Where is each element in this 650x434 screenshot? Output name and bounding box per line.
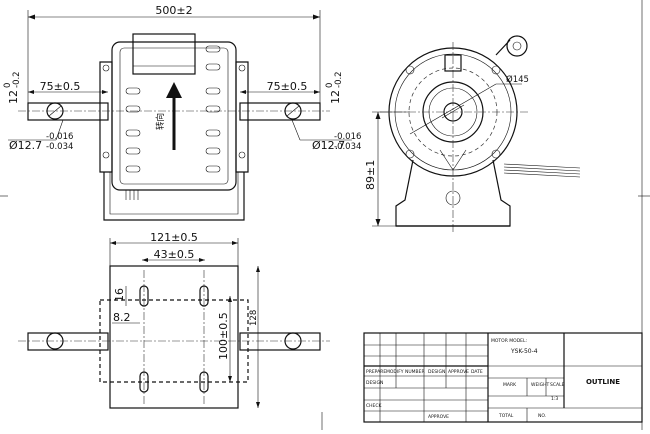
shaft-dia-left-tol-lower: -0.034 [46,142,73,152]
mounting-frame [103,172,245,221]
motor-body [111,41,237,191]
bracket-hole [238,151,246,159]
mounting-slots [139,285,209,393]
title-block-frame [363,332,643,423]
cooling-slots [125,45,221,173]
keyway-right-tol-upper: 0 [325,83,335,88]
shaft-dia-right-label: Ø12.7 [312,139,345,152]
design-label: DESIGN [428,369,445,375]
keyway-left-label: 12 [7,90,20,104]
bolt-circle [408,67,498,157]
keyway-hatch [286,105,300,117]
bottom-shaft-left [27,332,109,351]
motor-model-label: MOTOR MODEL: [491,338,527,344]
bolt-circle-leader [409,83,497,135]
total-label: TOTAL [498,413,514,419]
title-block: MOTOR MODEL: YSK-50-4 OUTLINE PREPARE MO… [363,332,643,423]
terminal [444,54,462,72]
center-height-label: 89±1 [364,160,377,190]
scale-label: SCALE [550,382,565,388]
scale-value: 1:3 [551,396,558,402]
end-bracket-right [235,61,249,173]
rotation-label: 转向 [155,113,166,130]
base-hole [445,190,461,206]
leader-line [291,119,301,141]
end-bracket-left [99,61,113,173]
approve-label: APPROVE [448,369,469,375]
bracket-hole [102,64,110,72]
shaft-dia-right-tol-lower: -0.034 [334,142,361,152]
keyway-left [46,102,64,120]
base-width-label: 121±0.5 [150,231,198,244]
overall-length-label: 500±2 [155,4,192,17]
capacitor-arm [495,39,511,56]
keyway-right-label: 12 [329,90,342,104]
check-label: CHECK [366,403,383,409]
rotation-arrow-head [166,82,182,98]
capacitor-lug [506,35,528,57]
bottom-shaft-right [239,332,321,351]
shaft-dia-left-tol-upper: -0.016 [46,132,73,142]
mount-hole [491,65,501,75]
slot-length-label: 16 [113,288,126,302]
bottom-view: 121±0.5 43±0.5 16 8.2 100±0.5 [18,231,330,409]
motor-outline-dashed [99,299,249,383]
leader-line [55,119,64,141]
slot-width-label: 8.2 [113,311,131,324]
bracket-hole [238,64,246,72]
front-view: 500±2 75±0.5 75±0.5 12 0 -0.2 12 0 -0.2 … [3,4,361,221]
keyway-right-tol-lower: -0.2 [334,71,344,88]
prepare-label: PREPARE [366,369,386,375]
shaft-length-left-label: 75±0.5 [40,80,81,93]
mount-hole [405,149,415,159]
keyway-right [284,102,302,120]
side-lead-wires [503,163,581,178]
date-label: DATE [471,369,483,375]
terminal-box [132,33,196,75]
mount-hole [491,149,501,159]
modify-number-label: MODIFY NUMBER [386,369,425,375]
weight-label: WEIGHT [531,382,549,388]
side-view: Ø145 89±1 [364,35,581,232]
base-rib [439,149,467,171]
lead-wires [125,190,139,200]
shaft-dia-left-label: Ø12.7 [9,139,42,152]
mark-label: MARK [503,382,517,388]
keyway-left-tol-upper: 0 [3,83,13,88]
base-depth-label: 128 [249,310,259,326]
mounting-frame-inner [109,172,239,215]
sheet-label: NO. [538,413,546,419]
hole-spacing-x-label: 43±0.5 [154,248,195,261]
mount-hole [405,65,415,75]
shaft-left [27,102,109,121]
drawing-title: OUTLINE [586,378,620,386]
motor-body-inner [119,47,229,185]
motor-model-value: YSK-50-4 [510,348,538,355]
shaft-dia-right-tol-upper: -0.016 [334,132,361,142]
design2-label: DESIGN [366,380,383,386]
hole-spacing-y-label: 100±0.5 [217,312,230,360]
shaft-length-right-label: 75±0.5 [267,80,308,93]
approve2-label: APPROVE [428,414,449,420]
capacitor-lug-hole [512,41,522,51]
keyway-left-tol-lower: -0.2 [12,71,22,88]
shaft-right [239,102,321,121]
bolt-circle-label: Ø145 [506,74,529,85]
keyway-hatch [48,105,62,117]
shaft-keyway [441,104,465,119]
bracket-hole [102,151,110,159]
base-plate [109,265,239,409]
